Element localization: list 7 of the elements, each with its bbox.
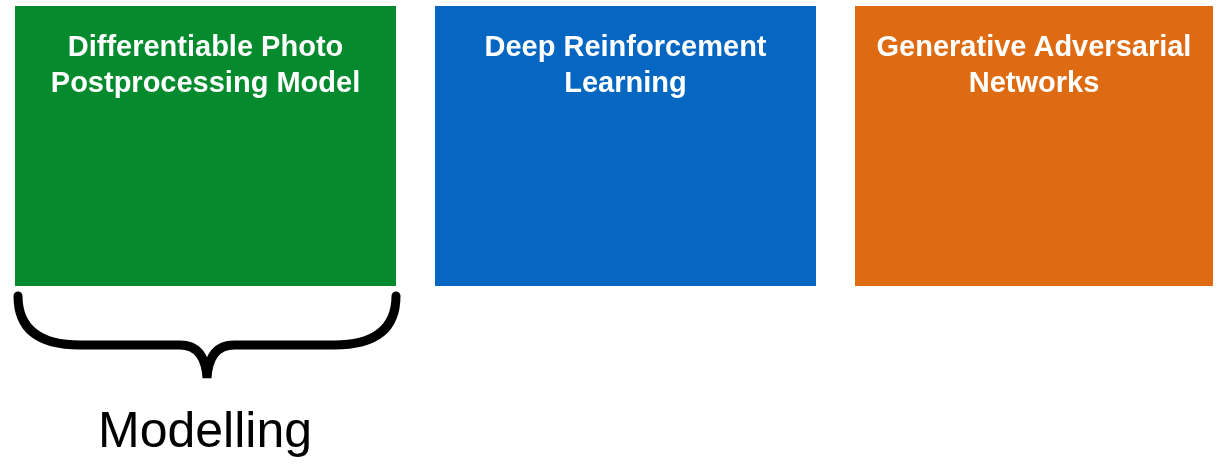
card-title: Differentiable Photo Postprocessing Model [49,29,362,100]
topic-card [855,6,1213,286]
topic-card [15,6,396,286]
card-title: Deep Reinforcement Learning [483,29,768,100]
topic-card [435,6,816,286]
card-title: Generative Adversarial Networks [875,29,1193,100]
bracket-label: Modelling [98,402,312,458]
